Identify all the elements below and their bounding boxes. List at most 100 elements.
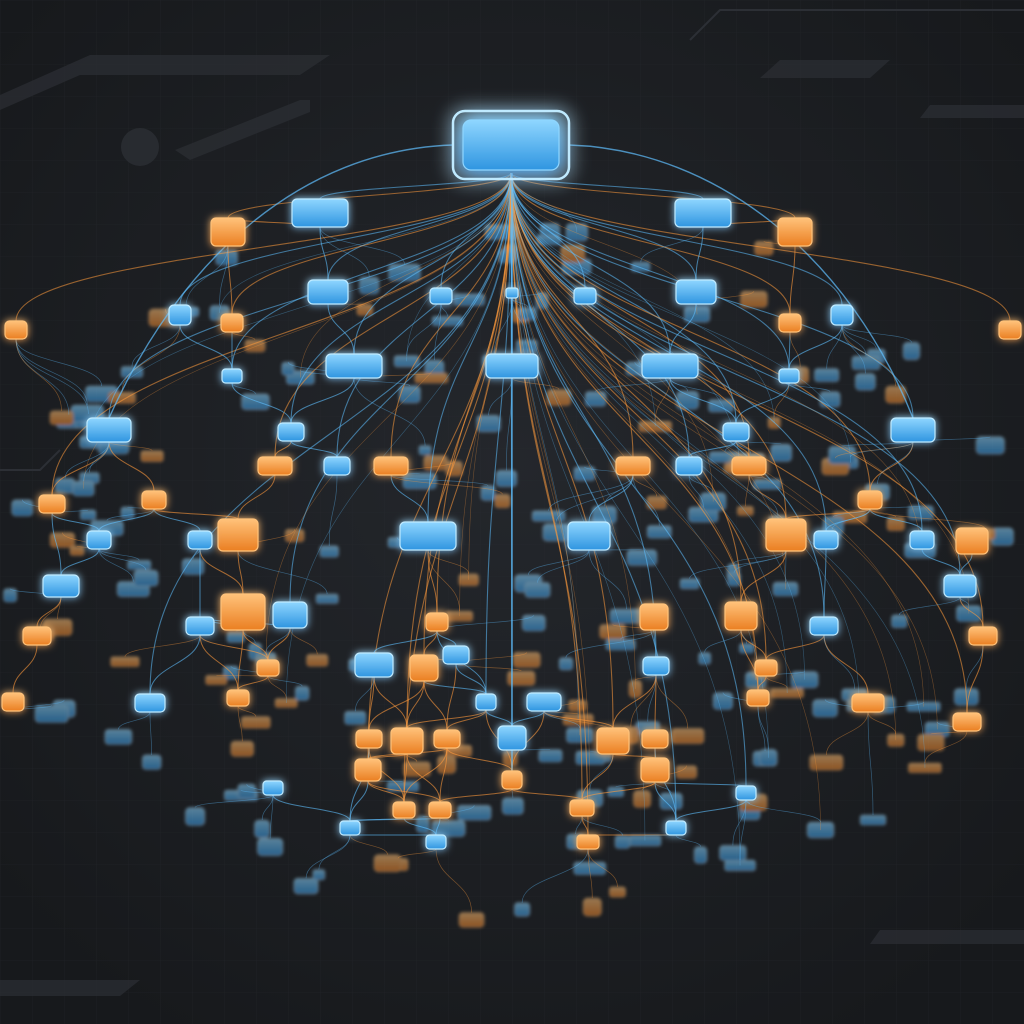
blue-node-box [86, 530, 112, 550]
connection-line [510, 172, 791, 315]
blue-node-box [642, 656, 670, 676]
connection-line [373, 630, 438, 654]
blue-node-box [431, 820, 466, 837]
faded-blue-node [133, 569, 159, 587]
connection-line [732, 799, 747, 846]
blue-node-box [614, 835, 631, 849]
orange-node-box [356, 303, 373, 316]
connection-line [319, 226, 329, 281]
connection-line [654, 674, 657, 731]
faded-blue-node [828, 445, 856, 465]
connection-line [548, 474, 634, 511]
orange-node [777, 217, 813, 247]
orange-node-box [952, 712, 982, 732]
connection-line [440, 303, 448, 317]
connection-line [36, 596, 62, 628]
orange-node [851, 693, 885, 713]
connection-line [765, 634, 825, 661]
blue-node-box [393, 355, 420, 368]
connection-line [510, 172, 697, 281]
orange-node-box [609, 886, 626, 898]
blue-node-box [538, 749, 563, 763]
connection-line [423, 680, 448, 731]
connection-line [397, 848, 437, 859]
connection-line [406, 709, 487, 729]
connection-line [403, 747, 448, 803]
connection-line [869, 508, 986, 529]
connection-line [510, 172, 897, 741]
connection-line [841, 324, 877, 350]
connection-line [959, 596, 970, 606]
orange-node-box [108, 391, 136, 404]
connection-line [510, 172, 1011, 322]
root-node-frame [451, 109, 571, 181]
faded-blue-node [281, 361, 295, 376]
connection-line [15, 338, 103, 387]
connection-line [966, 644, 984, 714]
connection-line [510, 172, 851, 463]
orange-node-box [639, 603, 669, 631]
connection-line [510, 172, 677, 822]
connection-line [231, 382, 292, 424]
connection-line [149, 634, 201, 695]
blue-node [665, 820, 687, 836]
faded-blue-node [712, 692, 734, 710]
orange-node [576, 834, 600, 850]
faded-blue-node [739, 643, 754, 654]
connection-line [773, 382, 790, 418]
orange-node [596, 727, 630, 755]
orange-node [22, 626, 52, 646]
orange-node-box [284, 528, 305, 543]
connection-line [406, 303, 442, 356]
faded-blue-node [388, 263, 421, 282]
blue-node [722, 422, 750, 442]
orange-node-box [274, 698, 298, 708]
connection-line [823, 548, 827, 618]
connection-line [237, 550, 244, 595]
orange-node [392, 801, 416, 819]
connection-line [289, 172, 512, 603]
blue-node-box [719, 845, 747, 861]
connection-line [823, 634, 855, 689]
decor-shape [920, 105, 1024, 118]
connection-line [98, 548, 134, 582]
connection-line [510, 172, 787, 520]
connection-line [406, 753, 441, 803]
blue-node-box [708, 399, 734, 413]
connection-line [290, 377, 355, 424]
connection-line [290, 172, 512, 424]
faded-orange-node [628, 679, 642, 698]
connection-line [510, 172, 614, 729]
orange-node-box [241, 716, 271, 729]
orange-node [569, 799, 595, 817]
orange-node-box [373, 456, 409, 476]
connection-line [153, 508, 239, 520]
connection-line [735, 440, 750, 458]
blue-node [505, 287, 519, 299]
orange-node-box [414, 372, 449, 384]
connection-line [788, 331, 791, 370]
connection-line [655, 674, 689, 729]
connection-line [869, 441, 914, 492]
connection-line [328, 474, 338, 546]
blue-node-box [312, 869, 326, 881]
decor-circle [121, 128, 159, 166]
blue-node-box [891, 614, 908, 629]
faded-blue-node [344, 710, 367, 725]
blue-node [86, 530, 112, 550]
faded-blue-node [495, 470, 517, 487]
blue-node [221, 368, 243, 384]
blue-node-box [567, 521, 611, 551]
connection-line [149, 172, 512, 695]
connection-line [669, 303, 697, 355]
connection-line [423, 680, 487, 695]
orange-node [952, 712, 982, 732]
orange-node [998, 320, 1022, 340]
connection-line [265, 172, 512, 660]
orange-node-box [428, 801, 452, 819]
faded-blue-node [524, 582, 551, 598]
connection-line [227, 172, 512, 219]
connection-line [349, 780, 369, 822]
blue-node-box [281, 361, 295, 376]
connection-line [595, 377, 671, 393]
